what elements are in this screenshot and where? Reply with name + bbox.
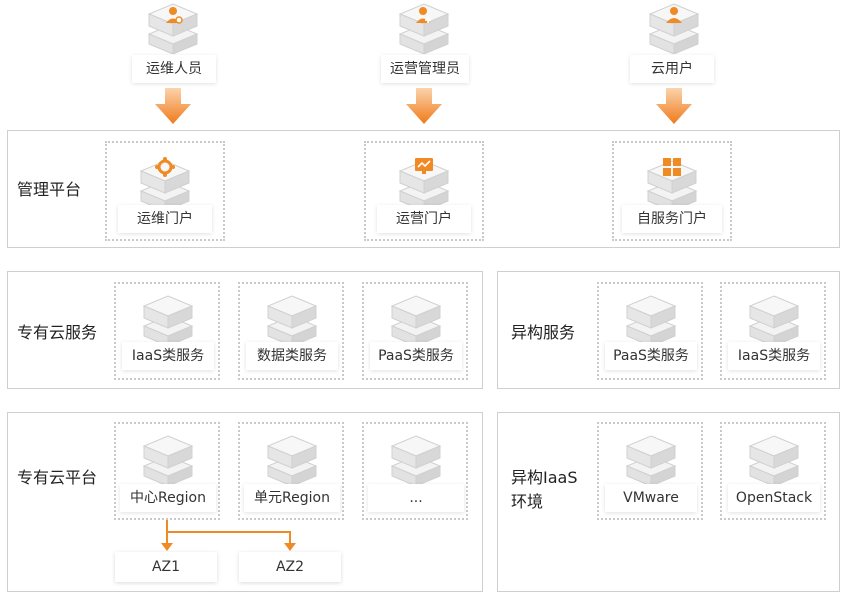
iaas-label: OpenStack bbox=[728, 484, 820, 512]
az-box: AZ1 bbox=[115, 552, 217, 582]
cube-icon bbox=[140, 434, 196, 486]
cube-icon bbox=[623, 294, 679, 346]
panel-title: 异构IaaS bbox=[511, 468, 578, 487]
service-card: PaaS类服务 bbox=[362, 282, 468, 380]
panel-title: 专有云服务 bbox=[17, 323, 98, 342]
role-label: 运营管理员 bbox=[381, 55, 469, 83]
cube-icon bbox=[388, 434, 444, 486]
cube-icon bbox=[746, 434, 802, 486]
portal-card-self-service: 自服务门户 bbox=[612, 141, 732, 241]
cube-icon bbox=[746, 294, 802, 346]
cube-icon bbox=[623, 434, 679, 486]
panel-title: 异构服务 bbox=[511, 323, 576, 342]
role-label: 运维人员 bbox=[132, 55, 216, 83]
panel-title: 管理平台 bbox=[17, 180, 82, 199]
portal-label: 运维门户 bbox=[118, 205, 212, 233]
connector-line bbox=[289, 531, 291, 545]
gear-ring-icon bbox=[155, 157, 175, 181]
arrow-down-icon bbox=[153, 88, 193, 128]
person-icon bbox=[664, 6, 684, 30]
cube-icon bbox=[388, 294, 444, 346]
arrow-down-icon bbox=[404, 88, 444, 128]
service-label: IaaS类服务 bbox=[728, 342, 820, 370]
cube-icon bbox=[140, 294, 196, 346]
role-label: 云用户 bbox=[630, 55, 714, 83]
region-label: 单元Region bbox=[244, 484, 340, 512]
portal-label: 自服务门户 bbox=[622, 205, 722, 233]
portal-card-operations: 运营门户 bbox=[364, 141, 484, 241]
service-card: IaaS类服务 bbox=[720, 282, 826, 380]
service-card: PaaS类服务 bbox=[597, 282, 703, 380]
service-label: PaaS类服务 bbox=[605, 342, 697, 370]
service-card: 数据类服务 bbox=[238, 282, 344, 380]
service-card: IaaS类服务 bbox=[114, 282, 220, 380]
person-gear-icon bbox=[164, 6, 184, 30]
connector-line bbox=[166, 531, 168, 545]
region-card: ... bbox=[362, 422, 468, 520]
iaas-label: VMware bbox=[605, 484, 697, 512]
portal-card-ops: 运维门户 bbox=[105, 141, 225, 241]
cube-icon bbox=[264, 434, 320, 486]
cube-icon bbox=[646, 2, 702, 54]
region-label: ... bbox=[368, 484, 464, 512]
az-box: AZ2 bbox=[239, 552, 341, 582]
iaas-card: OpenStack bbox=[720, 422, 826, 520]
panel-title: 专有云平台 bbox=[17, 468, 98, 487]
portal-label: 运营门户 bbox=[377, 205, 471, 233]
region-label: 中心Region bbox=[120, 484, 216, 512]
region-card: 单元Region bbox=[238, 422, 344, 520]
connector-line bbox=[166, 531, 291, 533]
service-label: 数据类服务 bbox=[246, 342, 338, 370]
grid-icon bbox=[663, 158, 681, 180]
service-label: IaaS类服务 bbox=[122, 342, 214, 370]
arrow-down-icon bbox=[654, 88, 694, 128]
iaas-card: VMware bbox=[597, 422, 703, 520]
connector-line bbox=[166, 520, 168, 532]
arrowhead-icon bbox=[161, 543, 173, 551]
arrowhead-icon bbox=[284, 543, 296, 551]
cube-icon bbox=[264, 294, 320, 346]
person-plus-icon bbox=[414, 6, 434, 30]
service-label: PaaS类服务 bbox=[370, 342, 462, 370]
region-card: 中心Region bbox=[114, 422, 220, 520]
panel-title-line2: 环境 bbox=[511, 492, 544, 511]
monitor-chart-icon bbox=[414, 157, 434, 179]
